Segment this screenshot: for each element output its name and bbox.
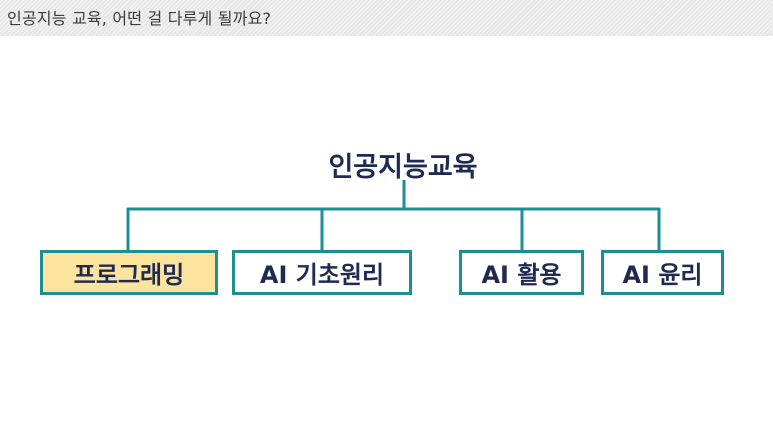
node-ai-basics[interactable]: AI 기초원리 xyxy=(232,250,412,295)
page-title: 인공지능 교육, 어떤 걸 다루게 될까요? xyxy=(7,9,272,28)
header-band: 인공지능 교육, 어떤 걸 다루게 될까요? xyxy=(0,0,773,36)
node-ai-ethics[interactable]: AI 윤리 xyxy=(601,250,724,295)
node-ai-usage[interactable]: AI 활용 xyxy=(459,250,584,295)
root-node-label: 인공지능교육 xyxy=(328,152,478,183)
node-programming[interactable]: 프로그래밍 xyxy=(40,250,218,295)
